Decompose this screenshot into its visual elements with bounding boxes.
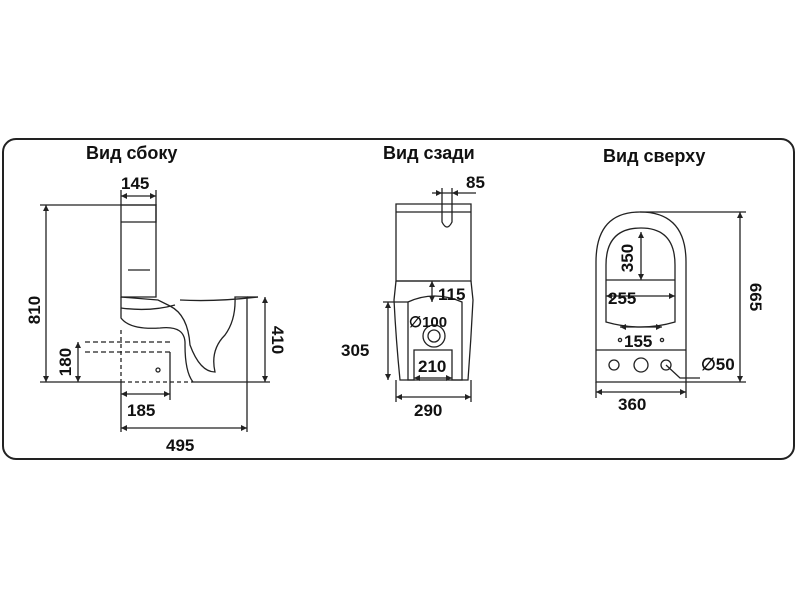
dimension-arrows bbox=[43, 190, 743, 431]
rear-outlet-circle bbox=[422, 324, 446, 348]
rear-inner-outline bbox=[407, 295, 463, 381]
dim-100-label: ∅100 bbox=[409, 314, 447, 331]
dim-810-label: 810 bbox=[25, 296, 44, 324]
rear-tank-hole bbox=[441, 212, 453, 228]
rear-bowl-outline bbox=[393, 280, 474, 381]
dim-185-label: 185 bbox=[127, 401, 155, 420]
side-bowl-outline bbox=[120, 296, 248, 383]
rear-view-title: Вид сзади bbox=[383, 143, 475, 163]
dim-290-label: 290 bbox=[414, 401, 442, 420]
dim-495-label: 495 bbox=[166, 436, 194, 455]
side-seat-line bbox=[179, 296, 259, 302]
top-view-title: Вид сверху bbox=[603, 146, 706, 166]
dim-155-label: 155 bbox=[624, 332, 652, 351]
side-tank-lid bbox=[121, 204, 157, 223]
side-view-title: Вид сбоку bbox=[86, 143, 178, 163]
dim-115-label: 115 bbox=[438, 285, 465, 304]
side-rim bbox=[120, 304, 176, 311]
dim-255-label: 255 bbox=[608, 289, 636, 308]
top-hole-center bbox=[633, 357, 649, 373]
top-hole-right bbox=[660, 359, 672, 371]
dim-360-label: 360 bbox=[618, 395, 646, 414]
dim-145-label: 145 bbox=[121, 174, 149, 193]
dim-410-label: 410 bbox=[268, 326, 287, 354]
drawing-frame bbox=[2, 138, 795, 460]
rear-tank-outline bbox=[395, 203, 472, 282]
side-view bbox=[40, 190, 270, 432]
top-view bbox=[595, 211, 746, 398]
dim-210-label: 210 bbox=[418, 357, 446, 376]
dim-305-label: 305 bbox=[341, 341, 369, 360]
dim-85-label: 85 bbox=[466, 173, 485, 192]
dim-50-leader bbox=[665, 364, 700, 379]
dim-350-label: 350 bbox=[618, 244, 637, 272]
dim-50-label: ∅50 bbox=[701, 355, 735, 374]
side-tank-outline bbox=[120, 204, 157, 298]
dim-665-label: 665 bbox=[746, 283, 765, 311]
top-hole-left bbox=[608, 359, 620, 371]
side-fixing-point bbox=[155, 367, 161, 373]
dim-180-label: 180 bbox=[56, 348, 75, 376]
